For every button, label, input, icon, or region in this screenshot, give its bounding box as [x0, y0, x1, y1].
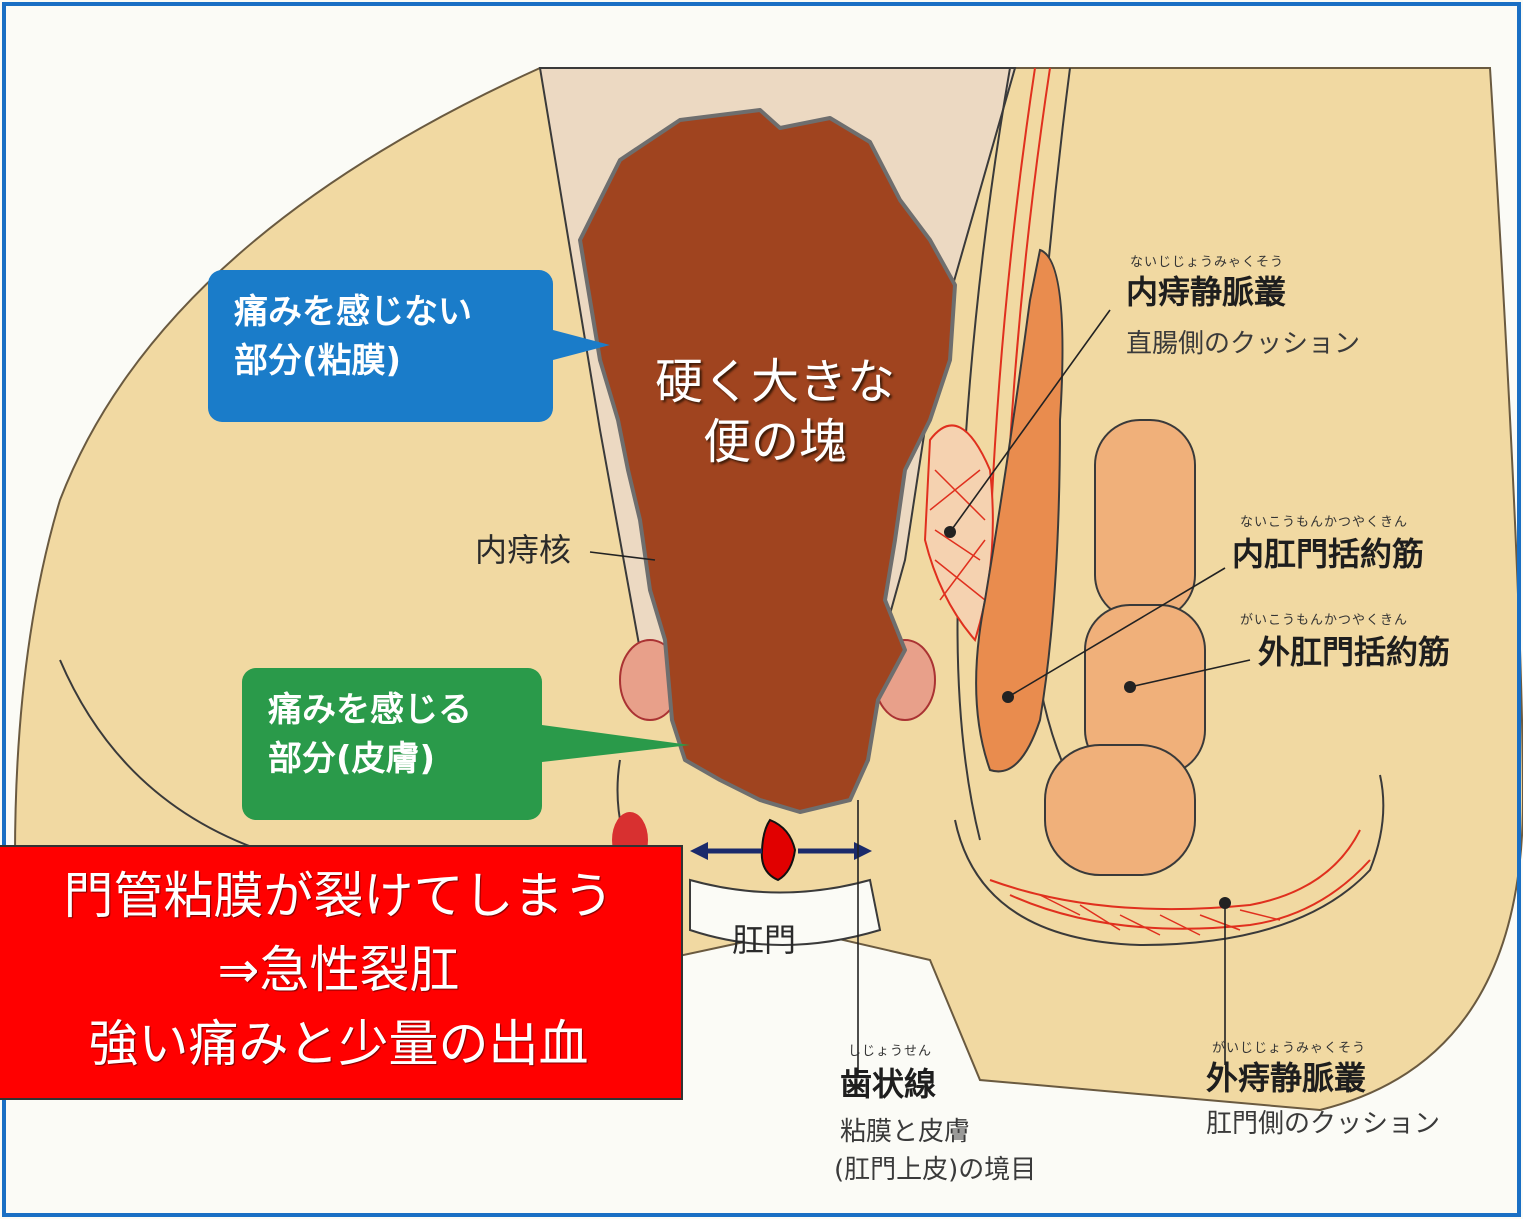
stool-line2: 便の塊	[620, 412, 930, 472]
pain-callout: 痛みを感じる 部分(皮膚)	[242, 668, 542, 820]
pain-free-line1: 痛みを感じない	[234, 288, 527, 337]
external-plexus-title: 外痔静脈叢	[1206, 1060, 1366, 1097]
internal-plexus-ruby: ないじじょうみゃくそう	[1130, 256, 1284, 271]
external-plexus-ruby: がいじじょうみゃくそう	[1212, 1042, 1366, 1057]
external-plexus-sub: 肛門側のクッション	[1206, 1110, 1440, 1140]
anus-label: 肛門	[732, 922, 796, 959]
external-sphincter-title: 外肛門括約筋	[1258, 634, 1450, 671]
external-sphincter-ruby: がいこうもんかつやくきん	[1240, 614, 1408, 629]
dentate-line-ruby: しじょうせん	[848, 1045, 932, 1060]
fissure-line2: ⇒急性裂肛	[0, 933, 681, 1007]
internal-plexus-title: 内痔静脈叢	[1126, 274, 1286, 311]
pain-free-line2: 部分(粘膜)	[234, 337, 527, 386]
fissure-callout: 門管粘膜が裂けてしまう ⇒急性裂肛 強い痛みと少量の出血	[0, 845, 683, 1100]
pain-line1: 痛みを感じる	[268, 686, 516, 735]
dentate-line-title: 歯状線	[840, 1066, 936, 1103]
dentate-line-sub1: 粘膜と皮膚	[840, 1118, 970, 1148]
internal-sphincter-title: 内肛門括約筋	[1232, 536, 1424, 573]
stool-label: 硬く大きな 便の塊	[620, 352, 930, 472]
internal-plexus-sub: 直腸側のクッション	[1126, 330, 1360, 360]
pain-free-callout: 痛みを感じない 部分(粘膜)	[208, 270, 553, 422]
pain-line2: 部分(皮膚)	[268, 735, 516, 784]
stool-line1: 硬く大きな	[620, 352, 930, 412]
fissure-line3: 強い痛みと少量の出血	[0, 1007, 681, 1081]
internal-hemorrhoid-label: 内痔核	[475, 532, 571, 569]
dentate-line-sub2: (肛門上皮)の境目	[834, 1156, 1036, 1186]
fissure-line1: 門管粘膜が裂けてしまう	[0, 859, 681, 933]
internal-sphincter-ruby: ないこうもんかつやくきん	[1240, 516, 1408, 531]
